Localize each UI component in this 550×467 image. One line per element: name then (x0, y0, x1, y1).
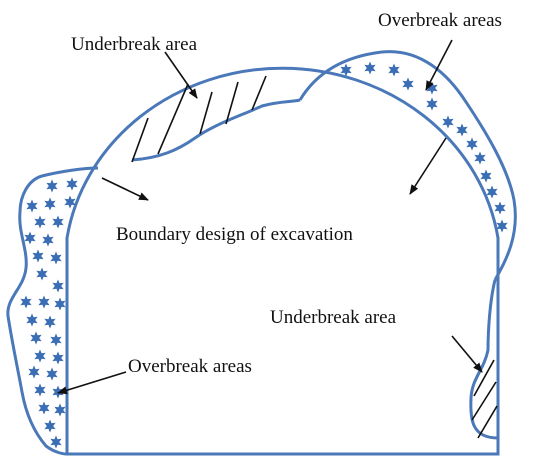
arrow-underbreak-right (451, 335, 483, 373)
underbreak-outline-right (469, 279, 499, 440)
underbreak-outline-top (131, 98, 301, 162)
label-boundary-design: Boundary design of excavation (116, 224, 353, 245)
label-overbreak-left: Overbreak areas (128, 356, 252, 377)
arrow-boundary-to-arch (409, 137, 447, 195)
underbreak-hatch-right (471, 359, 498, 439)
arrow-boundary-to-left (101, 177, 149, 201)
label-underbreak-right: Underbreak area (270, 307, 397, 328)
overbreak-outline-left (6, 166, 99, 456)
label-overbreak-top: Overbreak areas (378, 10, 502, 31)
design-boundary (65, 66, 500, 456)
label-underbreak-top: Underbreak area (71, 34, 198, 55)
arrow-overbreak-top (425, 39, 453, 91)
overbreak-stars-left (20, 177, 78, 449)
overbreak-stars-top-right (340, 61, 508, 233)
overbreak-outline-top-right (298, 50, 517, 281)
underbreak-hatch-top (131, 75, 267, 163)
leader-arrows (57, 39, 483, 395)
arrow-underbreak-top (164, 51, 198, 99)
arrow-overbreak-left (57, 371, 127, 395)
